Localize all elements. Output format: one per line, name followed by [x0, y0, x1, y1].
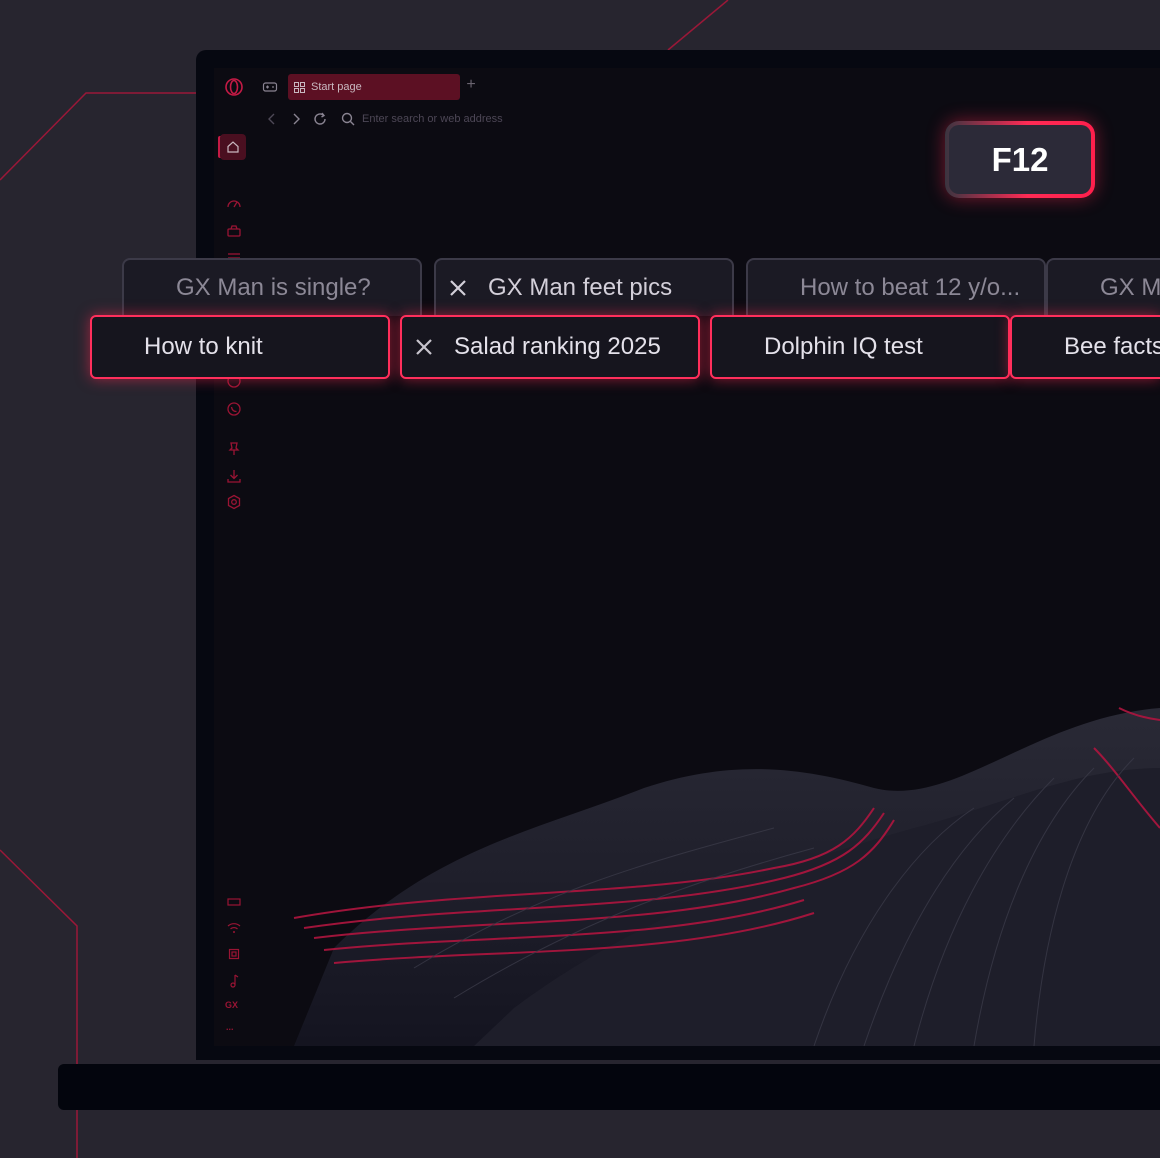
- tab-chip[interactable]: Bee facts: [1010, 315, 1160, 379]
- gx-corner-icon[interactable]: [226, 223, 242, 239]
- tab-chip-label: GX M: [1100, 274, 1160, 301]
- network-limiter-icon[interactable]: [226, 920, 242, 936]
- forward-icon[interactable]: [288, 111, 304, 127]
- search-icon: [341, 112, 355, 126]
- gamepad-icon[interactable]: [262, 80, 278, 94]
- wallpaper: [293, 707, 1160, 1046]
- close-icon[interactable]: [414, 337, 434, 357]
- tab-chip[interactable]: How to knit: [90, 315, 390, 379]
- tab-chip-label: Dolphin IQ test: [764, 333, 923, 360]
- tab-chip-label: Salad ranking 2025: [454, 333, 661, 360]
- f12-key-badge: F12: [945, 121, 1095, 198]
- f12-key-label: F12: [949, 125, 1091, 194]
- browser-window: Start page +: [214, 68, 1160, 1046]
- address-input[interactable]: [362, 110, 622, 128]
- tab-chip[interactable]: Dolphin IQ test: [710, 315, 1010, 379]
- pin-icon[interactable]: [226, 441, 242, 457]
- ram-limiter-icon[interactable]: [226, 894, 242, 910]
- tab-chip-label: Bee facts: [1064, 333, 1160, 360]
- tab-chip-label: How to knit: [144, 333, 263, 360]
- cpu-limiter-icon[interactable]: [226, 946, 242, 962]
- tab-label: Start page: [311, 81, 362, 93]
- settings-gear-icon[interactable]: [226, 494, 242, 510]
- tab-chip-label: GX Man is single?: [176, 274, 371, 301]
- gx-control-label[interactable]: GX: [225, 1000, 239, 1010]
- grid-icon: [294, 81, 305, 93]
- laptop-base: [58, 1064, 1160, 1110]
- tab-chip-label: How to beat 12 y/o...: [800, 274, 1021, 301]
- tab-chip[interactable]: Salad ranking 2025: [400, 315, 700, 379]
- close-icon[interactable]: [448, 278, 468, 298]
- tab-chip[interactable]: GX Man feet pics: [434, 258, 734, 316]
- new-tab-button[interactable]: +: [466, 76, 476, 93]
- reload-icon[interactable]: [312, 111, 328, 127]
- tab-chip[interactable]: How to beat 12 y/o...: [746, 258, 1046, 316]
- tab-chip[interactable]: GX M: [1046, 258, 1160, 316]
- opera-gx-logo[interactable]: [224, 77, 244, 97]
- tab-chip-label: GX Man feet pics: [488, 274, 673, 301]
- tab-start-page[interactable]: Start page: [288, 74, 460, 100]
- back-icon[interactable]: [264, 111, 280, 127]
- tab-chip[interactable]: GX Man is single?: [122, 258, 422, 316]
- speed-dial-gauge-icon[interactable]: [226, 196, 242, 212]
- music-player-icon[interactable]: [226, 973, 242, 989]
- sidebar-home-button[interactable]: [220, 134, 246, 160]
- download-icon[interactable]: [226, 468, 242, 484]
- more-options-button[interactable]: ...: [226, 1022, 234, 1032]
- home-icon: [227, 141, 239, 153]
- whatsapp-icon[interactable]: [226, 401, 242, 417]
